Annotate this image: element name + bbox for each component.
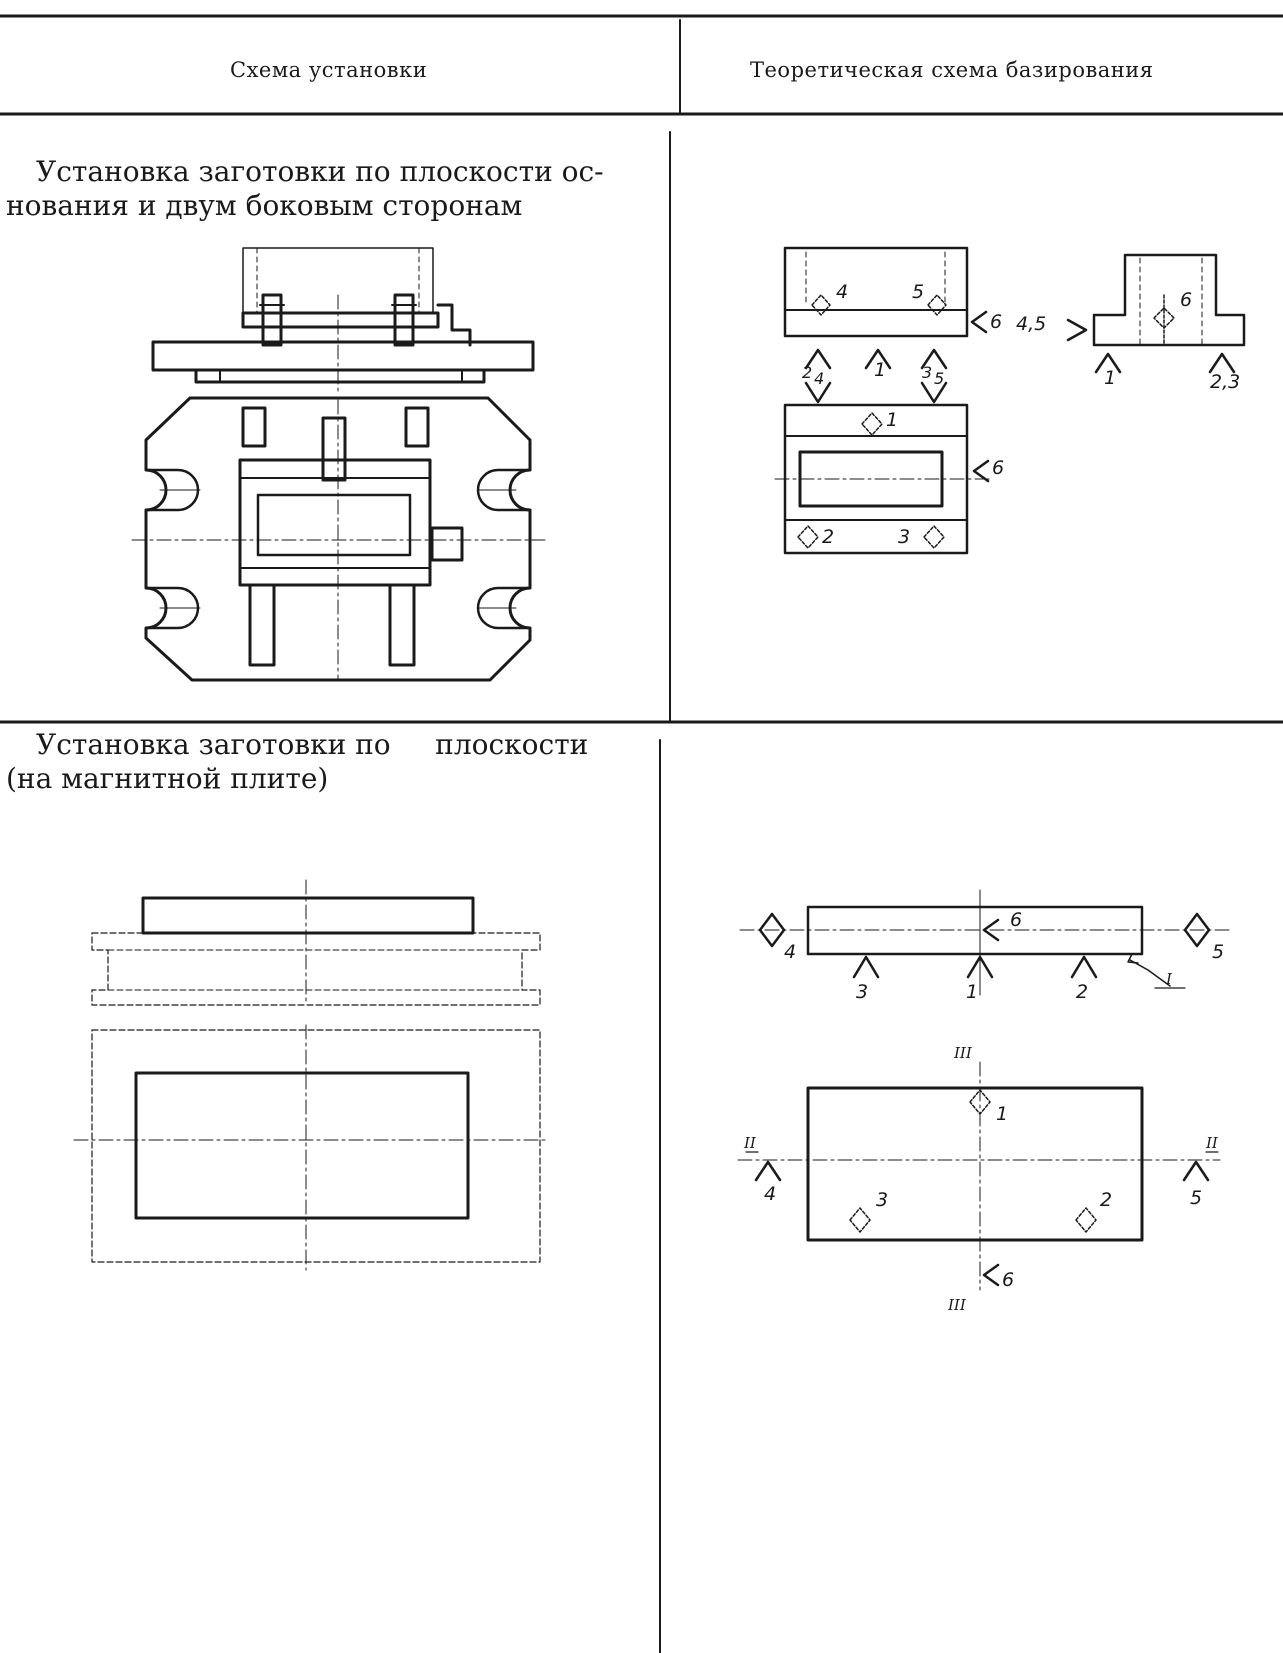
label-4: 4 — [784, 941, 796, 963]
row2-title: Установка заготовки по плоскости (на маг… — [6, 728, 589, 796]
label-2-plan: 2 — [822, 526, 834, 548]
column-header-setup-scheme: Схема установки — [230, 58, 428, 82]
label-1: 1 — [966, 981, 978, 1003]
basing-scheme-1 — [774, 246, 1246, 555]
row1-title: Установка заготовки по плоскости ос- нов… — [6, 155, 604, 223]
basing-scheme-2-labels: 6 4 5 3 1 2 I III 1 II II 4 5 3 2 6 III — [743, 909, 1224, 1314]
label-surface-i: I — [1165, 970, 1173, 988]
label-6-plan: 6 — [992, 457, 1004, 479]
row1-title-line1: Установка заготовки по плоскости ос- — [36, 155, 604, 188]
label-6-end: 6 — [1180, 289, 1192, 311]
label-1: 1 — [874, 359, 886, 381]
label-3-plan: 3 — [876, 1189, 888, 1211]
label-4: 4 — [836, 281, 848, 303]
column-header-theoretical-scheme: Теоретическая схема базирования — [750, 58, 1154, 82]
row1-title-line2: нования и двум боковым сторонам — [6, 189, 523, 222]
label-2: 2 — [802, 363, 812, 382]
label-5-plan: 5 — [1190, 1187, 1202, 1209]
table-grid — [0, 14, 1283, 1653]
label-5: 5 — [912, 281, 924, 303]
label-2-3: 2,3 — [1210, 371, 1240, 393]
label-5: 5 — [1212, 941, 1224, 963]
label-5b: 5 — [934, 369, 944, 388]
label-4-5: 4,5 — [1016, 313, 1046, 335]
label-3-plan: 3 — [898, 526, 910, 548]
label-section-iii-top: III — [953, 1044, 973, 1062]
label-section-ii-right: II — [1205, 1134, 1219, 1152]
fixture-plan-view — [131, 396, 546, 682]
label-section-ii-left: II — [743, 1134, 757, 1152]
label-6-plan: 6 — [1002, 1269, 1014, 1291]
label-4b: 4 — [814, 369, 824, 388]
label-6: 6 — [1010, 909, 1022, 931]
label-1-plan: 1 — [886, 409, 898, 431]
label-3: 3 — [856, 981, 868, 1003]
label-2-plan: 2 — [1100, 1189, 1112, 1211]
label-3: 3 — [922, 363, 932, 382]
label-section-iii-bottom: III — [947, 1296, 967, 1314]
row2-title-line2: (на магнитной плите) — [6, 762, 329, 795]
magnetic-plate-drawing — [73, 879, 546, 1271]
basing-scheme-1-labels: 4 5 6 2 4 1 3 5 4,5 6 1 2,3 1 6 2 3 — [802, 281, 1240, 548]
basing-scheme-2 — [737, 889, 1231, 1291]
fixture-side-view — [151, 247, 535, 396]
label-1-end: 1 — [1104, 367, 1116, 389]
label-4-plan: 4 — [764, 1183, 776, 1205]
label-6: 6 — [990, 311, 1002, 333]
row2-title-line1: Установка заготовки по плоскости — [36, 728, 589, 761]
label-2: 2 — [1076, 981, 1088, 1003]
label-1-plan: 1 — [996, 1103, 1008, 1125]
